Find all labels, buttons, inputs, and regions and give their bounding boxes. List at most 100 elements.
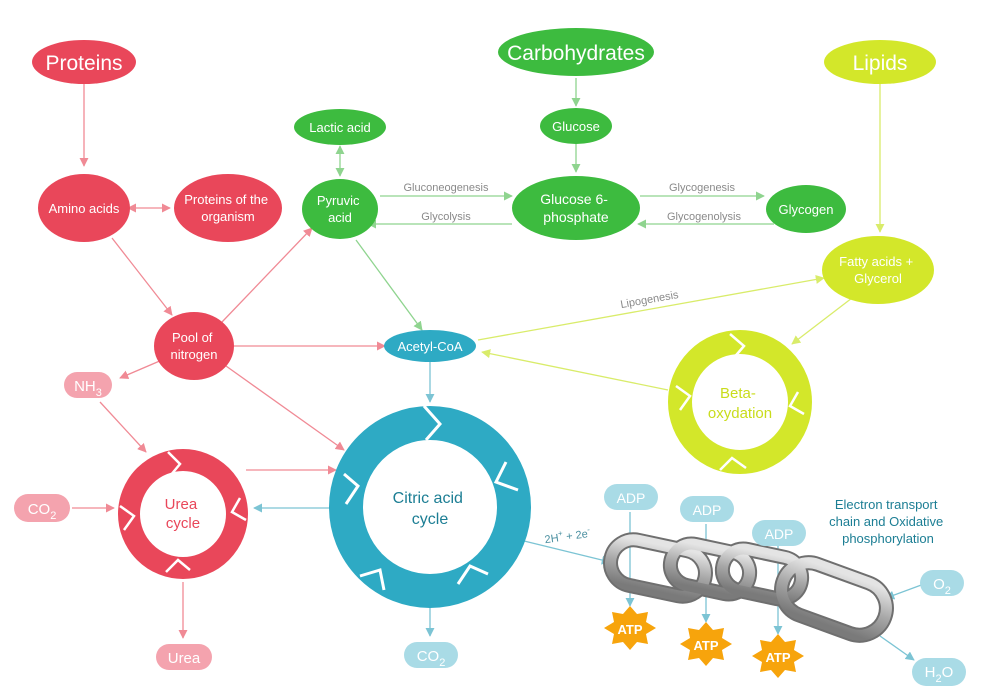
atp-star-1: [604, 606, 656, 650]
pool-line-2: nitrogen: [171, 347, 218, 362]
h2o-node[interactable]: [912, 658, 966, 686]
h2o-base: H: [925, 664, 936, 681]
edge-citric-etc: [519, 539, 611, 565]
edge-o2-chain: [885, 583, 925, 600]
glucose-label: Glucose: [552, 119, 600, 134]
etc-title-line-2: chain and Oxidative: [829, 514, 943, 529]
o2-label: O2: [933, 576, 951, 597]
acetyl-coa-node[interactable]: [384, 330, 476, 362]
co2-bottom-label: CO2: [417, 648, 446, 669]
lipogenesis-label: Lipogenesis: [620, 289, 680, 311]
co2-bottom-node[interactable]: [404, 642, 458, 668]
proteins-organism-node[interactable]: [174, 174, 282, 242]
beta-cycle-label: Beta- oxydation: [708, 385, 772, 422]
citric-cycle: [329, 405, 531, 608]
urea-node[interactable]: [156, 644, 212, 670]
edge-chain-h2o: [879, 635, 915, 661]
atp-star-2: [680, 622, 732, 666]
pyruvic-acid-node[interactable]: [302, 179, 378, 239]
co2-left-base: CO: [28, 501, 51, 518]
glucose6p-line-2: phosphate: [543, 209, 609, 225]
co2-left-sub: 2: [50, 510, 56, 522]
o2-node[interactable]: [920, 570, 964, 596]
etc-title-line-3: phosphorylation: [842, 531, 934, 546]
electrons-d: -: [587, 525, 591, 534]
co2-bottom-base: CO: [417, 648, 440, 665]
nh3-sub: 3: [96, 387, 102, 399]
adp-2-node[interactable]: [680, 496, 734, 522]
lipids-node[interactable]: [824, 40, 936, 84]
glycogenesis-label: Glycogenesis: [669, 182, 736, 194]
co2-bottom-sub: 2: [439, 657, 445, 669]
glucose6p-line-1: Glucose 6-: [540, 191, 608, 207]
nh3-label: NH3: [74, 378, 102, 399]
co2-left-node[interactable]: [14, 494, 70, 522]
etc-title: Electron transport chain and Oxidative p…: [829, 497, 947, 546]
etc-title-line-1: Electron transport: [835, 497, 938, 512]
edge-aminoacids-pool: [111, 237, 173, 316]
glycolysis-label: Glycolysis: [421, 211, 471, 223]
carbohydrates-label: Carbohydrates: [507, 42, 645, 65]
atp-star-3: [752, 634, 804, 678]
nh3-node[interactable]: [64, 372, 112, 398]
adp-1-label: ADP: [617, 490, 646, 506]
edge-beta-acetyl: [481, 349, 669, 391]
h2o-tail: O: [942, 664, 954, 681]
h2o-label: H2O: [925, 664, 954, 685]
acetyl-coa-label: Acetyl-CoA: [397, 339, 462, 354]
citric-cycle-line-2: cycle: [412, 511, 449, 528]
glycogenolysis-label: Glycogenolysis: [667, 211, 741, 223]
lactic-acid-label: Lactic acid: [309, 120, 370, 135]
edge-pool-nh3: [119, 359, 163, 379]
pool-nitrogen-label: Pool of nitrogen: [171, 330, 218, 362]
proteins-organism-line-2: organism: [201, 209, 254, 224]
proteins-label: Proteins: [45, 52, 122, 75]
glycogen-node[interactable]: [766, 185, 846, 233]
gluconeogenesis-label: Gluconeogenesis: [403, 182, 489, 194]
atp-stars: [604, 606, 804, 678]
urea-cycle-line-2: cycle: [166, 515, 200, 532]
glycogen-label: Glycogen: [779, 202, 834, 217]
node-shapes: [14, 28, 966, 686]
proteins-organism-line-1: Proteins of the: [184, 192, 268, 207]
proteins-node[interactable]: [32, 40, 136, 84]
edge-lipogenesis: [477, 274, 825, 341]
adp-2-label: ADP: [693, 502, 722, 518]
adp-3-node[interactable]: [752, 520, 806, 546]
adp-1-node[interactable]: [604, 484, 658, 510]
amino-acids-node[interactable]: [38, 174, 130, 242]
h2o-sub: 2: [936, 673, 942, 685]
beta-cycle-line-1: Beta-: [720, 385, 756, 402]
labels: Proteins Carbohydrates Lipids Lactic aci…: [28, 42, 954, 685]
pyruvic-acid-label: Pyruvic acid: [317, 193, 363, 225]
atp-1-label: ATP: [617, 622, 642, 637]
beta-oxydation-cycle: [668, 330, 812, 474]
pool-nitrogen-node[interactable]: [154, 312, 234, 380]
edge-nh3-urea: [99, 401, 147, 453]
glucose6p-node[interactable]: [512, 176, 640, 240]
fatty-acids-node[interactable]: [822, 236, 934, 304]
urea-label: Urea: [168, 650, 201, 667]
fatty-line-2: Glycerol: [854, 271, 902, 286]
edge-fatty-beta: [791, 297, 853, 345]
lactic-acid-node[interactable]: [294, 109, 386, 145]
o2-base: O: [933, 576, 945, 593]
electrons-label: 2H+ + 2e-: [543, 525, 591, 546]
carbohydrates-node[interactable]: [498, 28, 654, 76]
glucose-node[interactable]: [540, 108, 612, 144]
o2-sub: 2: [945, 585, 951, 597]
pyruvic-line-1: Pyruvic: [317, 193, 360, 208]
edge-pool-citric: [225, 365, 345, 451]
electrons-c: + 2e: [562, 528, 588, 543]
pool-line-1: Pool of: [172, 330, 213, 345]
urea-cycle-label: Urea cycle: [165, 496, 202, 532]
amino-acids-label: Amino acids: [49, 201, 120, 216]
pyruvic-line-2: acid: [328, 210, 352, 225]
adp-3-label: ADP: [765, 526, 794, 542]
electron-transport-chain: [603, 532, 894, 643]
citric-cycle-line-1: Citric acid: [393, 490, 463, 507]
co2-left-label: CO2: [28, 501, 57, 522]
fatty-acids-label: Fatty acids + Glycerol: [839, 254, 917, 286]
